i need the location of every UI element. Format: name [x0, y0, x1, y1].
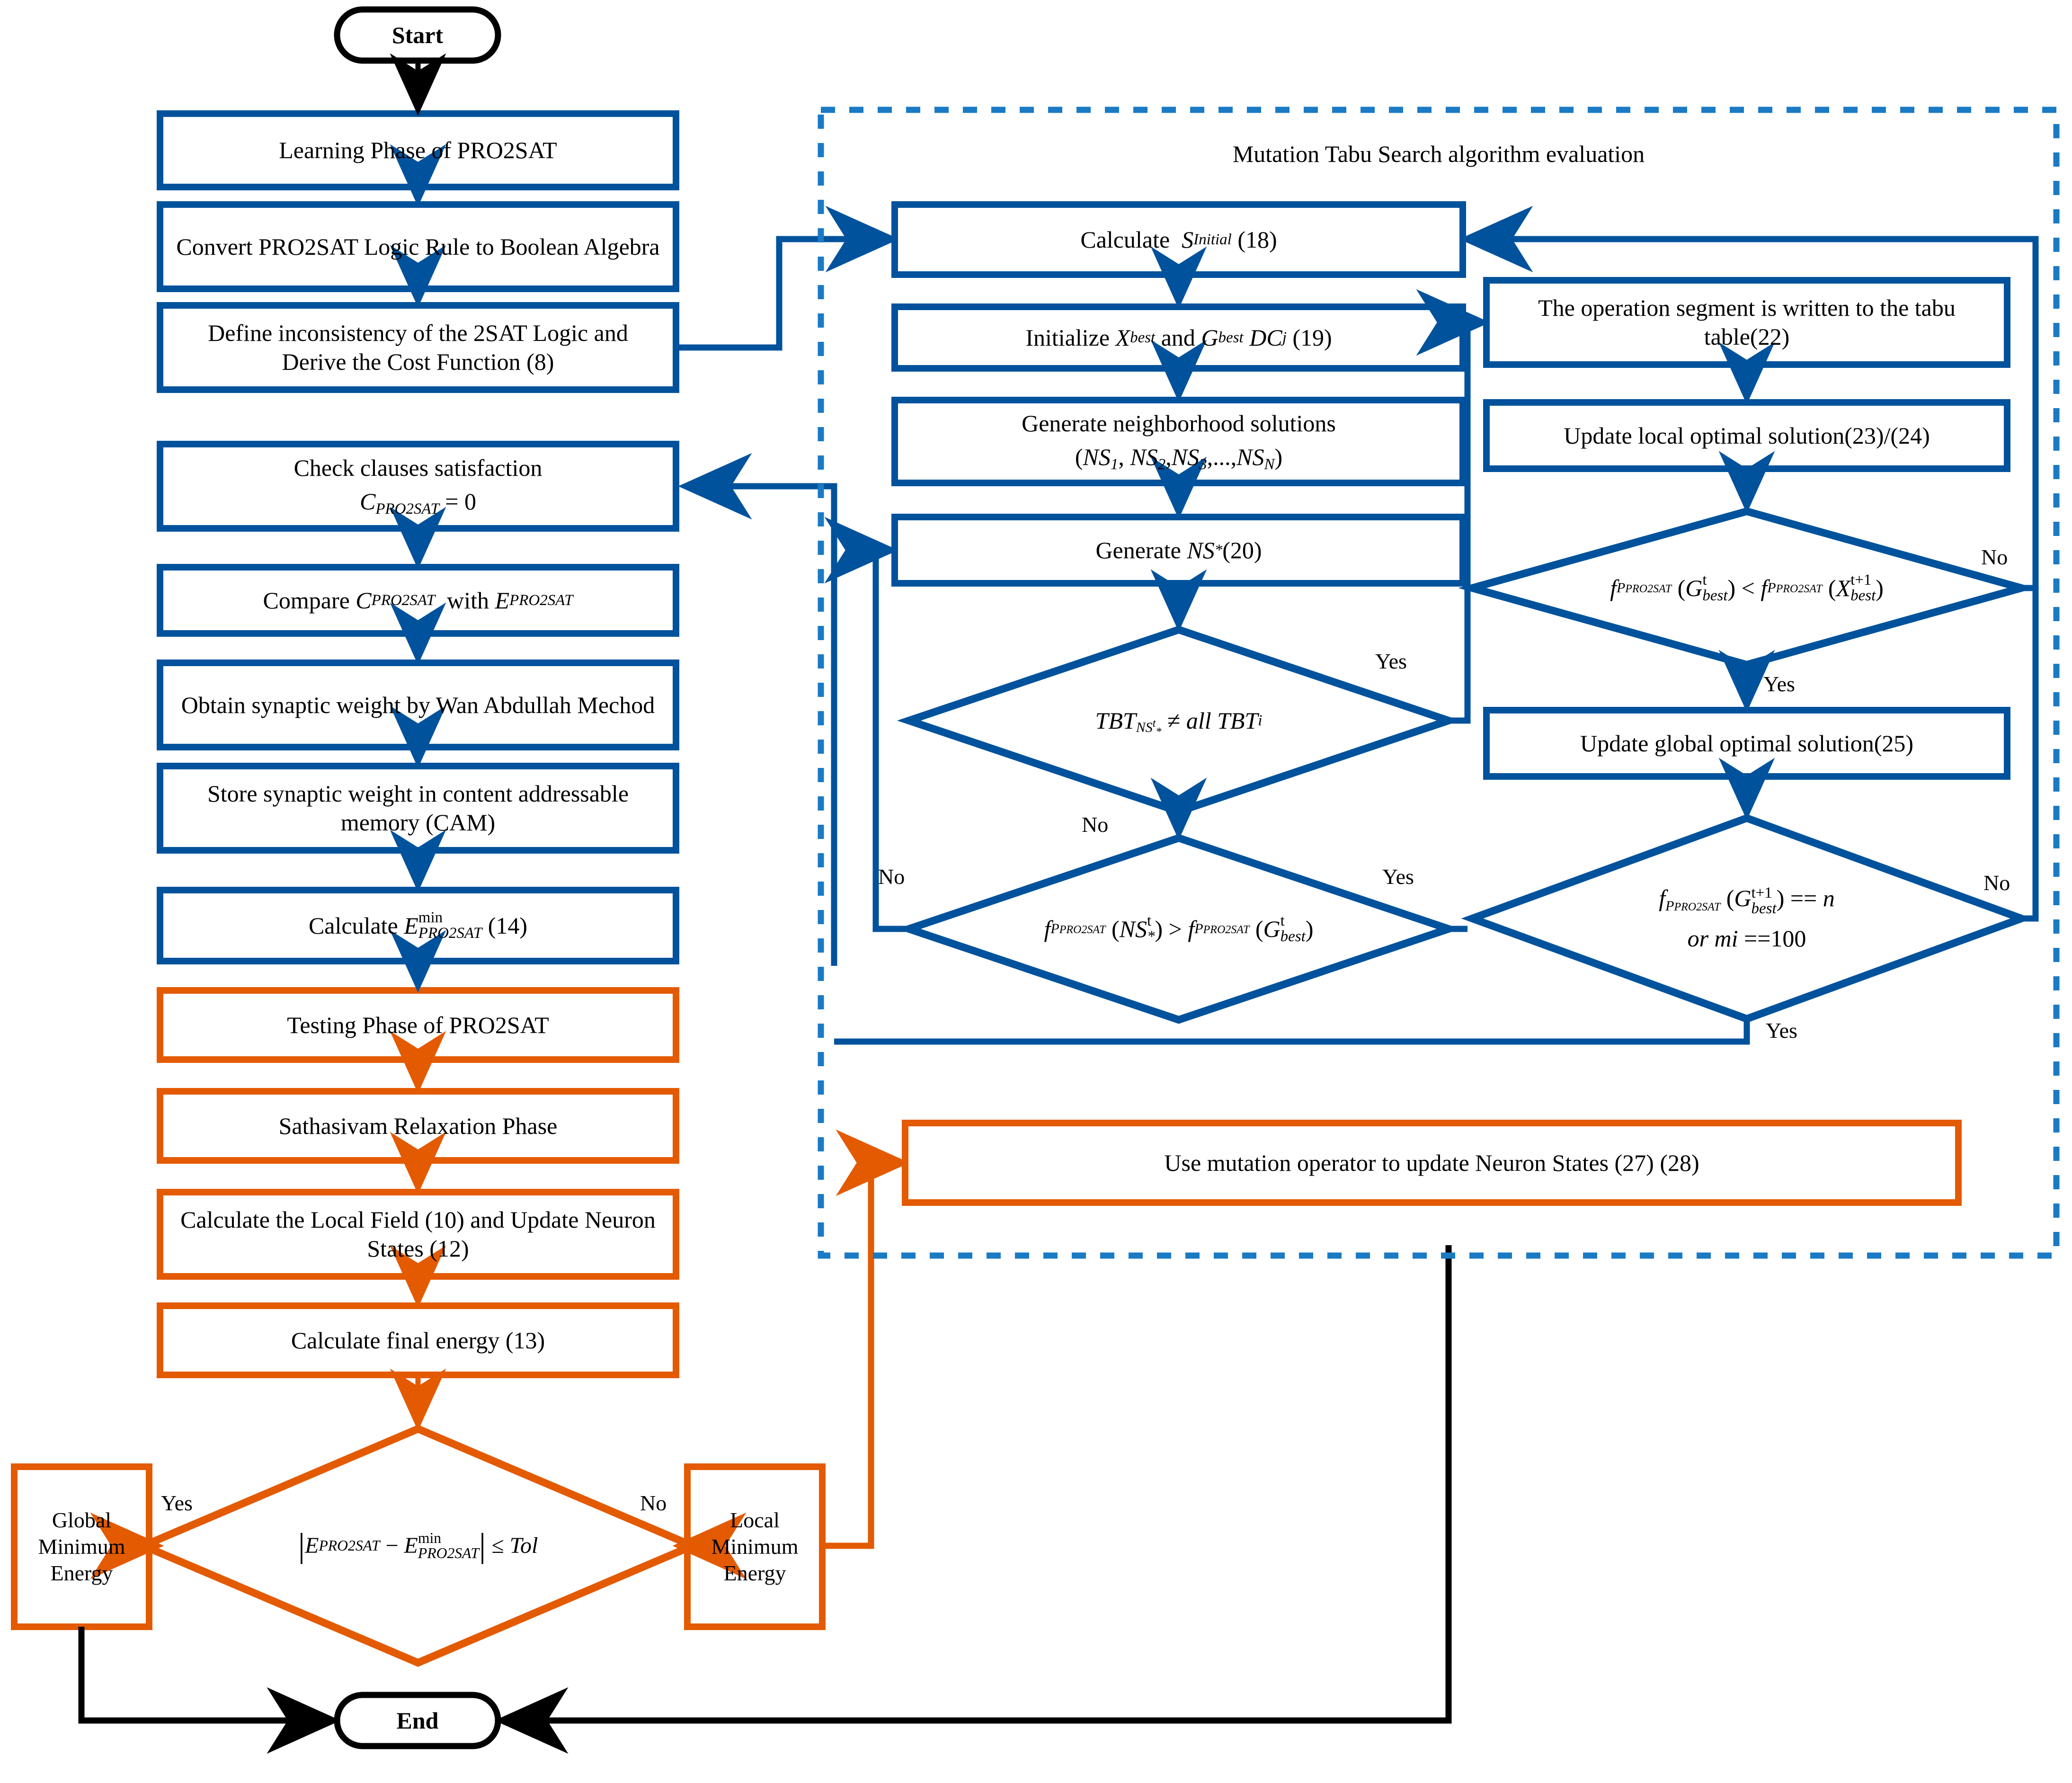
- box-final-energy: [157, 1302, 679, 1378]
- edge-label-no-local: No: [640, 1491, 667, 1515]
- box-store-synaptic-weight: [157, 763, 679, 854]
- box-local-min-energy: [684, 1463, 826, 1630]
- box-generate-neighborhood: [891, 397, 1466, 486]
- box-initialize-xbest-gbest: [891, 303, 1466, 372]
- start-terminator: [334, 6, 501, 64]
- edge-label-yes-termination: Yes: [1766, 1018, 1797, 1043]
- box-calculate-emin: [157, 887, 679, 964]
- box-define-inconsistency: [157, 302, 679, 393]
- box-compare-cost-energy: [157, 564, 679, 637]
- diamond-fitness-gbest-vs-xbest: [1458, 507, 2036, 669]
- edge-label-yes-fitness-gbest: Yes: [1763, 672, 1795, 696]
- edge-label-yes-fitness-ns: Yes: [1382, 865, 1414, 889]
- box-testing-phase: [157, 987, 679, 1063]
- diamond-energy-tolerance: [133, 1425, 703, 1667]
- box-global-min-energy: [11, 1463, 152, 1630]
- edge-label-yes-global: Yes: [161, 1491, 193, 1515]
- box-calculate-s-initial: [891, 201, 1466, 278]
- box-obtain-synaptic-weight: [157, 660, 679, 750]
- box-generate-ns-star: [891, 514, 1466, 587]
- diamond-termination-check: [1461, 814, 2033, 1023]
- box-write-tabu-table: [1483, 277, 2010, 368]
- box-update-local-optimal: [1483, 399, 2010, 472]
- edge-label-no-fitness-ns: No: [878, 865, 905, 889]
- box-learning-phase: [157, 110, 679, 190]
- box-convert-logic-rule: [157, 201, 679, 292]
- edge-label-no-termination: No: [1983, 871, 2010, 895]
- edge-label-no-tbt: No: [1082, 812, 1109, 837]
- box-update-global-optimal: [1483, 707, 2010, 780]
- box-mutation-operator: [902, 1120, 1962, 1206]
- box-sathasivam-relaxation: [157, 1088, 679, 1164]
- edge-label-yes-tbt: Yes: [1375, 649, 1407, 673]
- diamond-fitness-ns-vs-gbest: [897, 834, 1461, 1024]
- tabu-region-border: [818, 107, 2060, 1259]
- box-check-clauses: [157, 441, 679, 532]
- diamond-tbt-not-in-tabu: [897, 625, 1461, 816]
- end-terminator: [334, 1692, 501, 1749]
- edge-label-no-fitness-gbest: No: [1981, 545, 2008, 569]
- box-local-field-update: [157, 1189, 679, 1280]
